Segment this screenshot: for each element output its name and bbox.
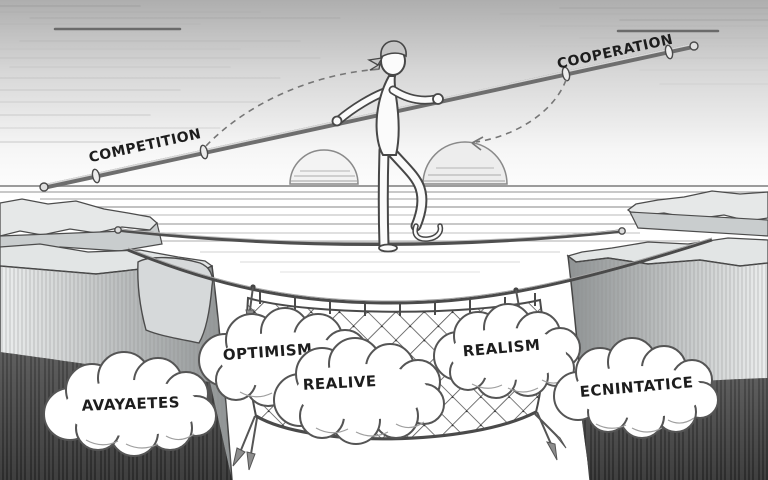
standing-foot (378, 243, 398, 253)
cloud-avayaetes-label: AVAYAETES (81, 393, 180, 414)
tightrope-walker (331, 40, 444, 253)
arrowhead-icon (471, 136, 484, 151)
cloud-realive-label: REALIVE (302, 372, 377, 394)
pole-collar (664, 44, 674, 60)
left-cliff-outcrop (137, 256, 214, 344)
horizon-hills (289, 141, 508, 185)
net-support-rope (127, 238, 713, 305)
cloud-avayaetes: AVAYAETES (43, 351, 217, 457)
pole-collar (199, 144, 209, 160)
cloud-realive: REALIVE (273, 337, 445, 445)
pole-motion-arrows (205, 68, 567, 151)
rear-hand (331, 115, 343, 127)
front-hand (432, 93, 444, 105)
tightrope (114, 226, 626, 246)
cloud-ecnintatice: ECNINTATICE (553, 337, 719, 439)
pole-collar (561, 66, 571, 82)
sky-streak-lines (0, 5, 768, 143)
right-hill (422, 141, 508, 185)
left-dashed-arc (205, 68, 384, 147)
cloud-realism: REALISM (433, 303, 581, 399)
pole-collar (91, 168, 101, 184)
cap (380, 40, 407, 59)
right-dashed-arc (475, 79, 567, 143)
net-bottom-rope (255, 410, 537, 441)
